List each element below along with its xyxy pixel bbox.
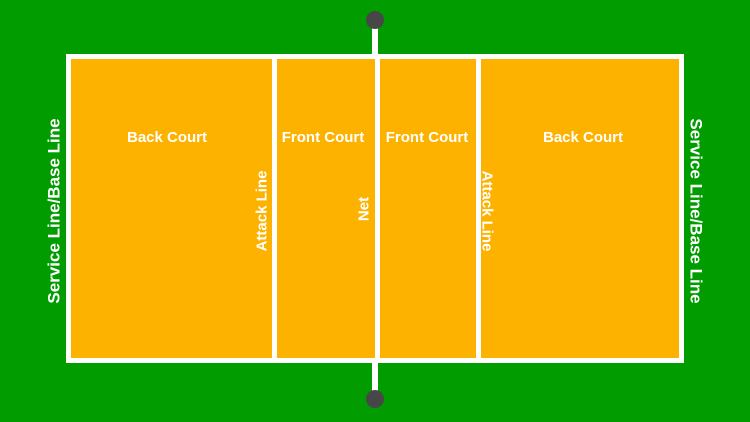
left-back-court-label: Back Court bbox=[126, 129, 208, 146]
net-label: Net bbox=[355, 196, 373, 222]
volleyball-court bbox=[66, 54, 684, 363]
net-post-top bbox=[366, 11, 384, 29]
right-back-court-label: Back Court bbox=[542, 129, 624, 146]
right-service-line-label: Service Line/Base Line bbox=[686, 118, 706, 304]
right-attack-line bbox=[476, 59, 481, 358]
right-attack-line-label: Attack Line bbox=[478, 170, 496, 252]
left-attack-line-label: Attack Line bbox=[253, 170, 271, 252]
net-post-bottom bbox=[366, 390, 384, 408]
right-front-court-label: Front Court bbox=[385, 129, 469, 146]
net-pole-top bbox=[372, 20, 378, 58]
net-line bbox=[375, 59, 380, 358]
left-attack-line bbox=[272, 59, 277, 358]
left-service-line-label: Service Line/Base Line bbox=[44, 118, 64, 304]
net-pole-bottom bbox=[372, 360, 378, 400]
left-front-court-label: Front Court bbox=[281, 129, 365, 146]
